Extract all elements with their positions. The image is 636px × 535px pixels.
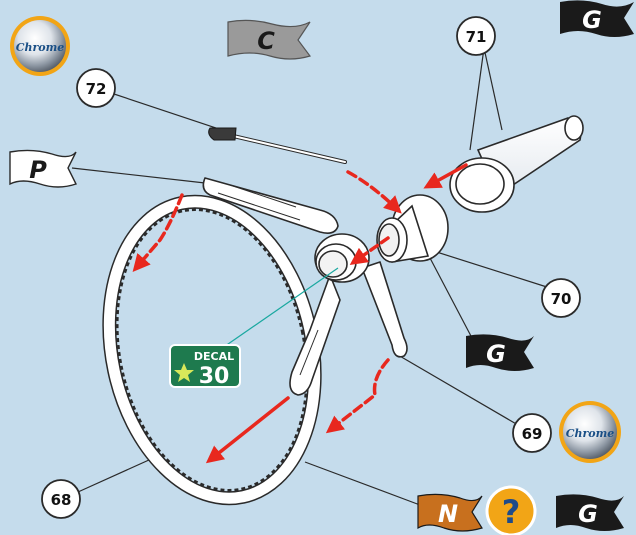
leader-68 (78, 455, 160, 492)
leader-p (72, 168, 205, 183)
leader-71b (470, 48, 484, 150)
horn-bezel-part (377, 195, 448, 262)
svg-text:P: P (29, 156, 47, 184)
leader-n (305, 462, 420, 505)
svg-text:69: 69 (522, 425, 543, 443)
svg-text:30: 30 (199, 364, 230, 389)
callout-68: 68 (42, 480, 80, 518)
callout-72: 72 (77, 69, 115, 107)
svg-text:68: 68 (51, 491, 72, 509)
svg-text:Chrome: Chrome (16, 41, 65, 54)
svg-text:DECAL: DECAL (194, 350, 234, 363)
svg-text:C: C (257, 27, 275, 55)
svg-text:Chrome: Chrome (566, 427, 615, 440)
svg-text:72: 72 (86, 80, 107, 98)
flag-p: P (10, 150, 76, 187)
callout-71: 71 (457, 17, 495, 55)
flag-g-top: G (560, 0, 634, 37)
rod-part (209, 128, 345, 162)
svg-text:G: G (486, 340, 506, 368)
chrome-badge-bottom: Chrome (559, 401, 621, 463)
arrow-rod-to-bezel (348, 172, 398, 210)
flag-g-mid: G (466, 334, 534, 371)
svg-text:G: G (582, 6, 602, 34)
svg-text:G: G (578, 500, 598, 528)
svg-text:70: 70 (551, 290, 572, 308)
help-badge-icon: ? (487, 487, 535, 535)
leader-71a (484, 48, 502, 130)
decal-badge: DECAL 30 (170, 345, 240, 389)
flag-g-bottom: G (556, 494, 624, 531)
flag-c: C (228, 20, 310, 59)
leader-72 (108, 92, 222, 130)
leader-g-mid (430, 258, 472, 338)
svg-text:N: N (438, 500, 458, 528)
chrome-badge-top: Chrome (10, 16, 70, 76)
callout-69: 69 (513, 414, 551, 452)
svg-text:71: 71 (466, 28, 487, 46)
cone-cover-part (450, 116, 583, 212)
arrow-right-spoke-to-ring (330, 360, 388, 430)
arrow-spoke-to-ring (210, 398, 288, 460)
callout-70: 70 (542, 279, 580, 317)
flag-n: N (418, 494, 482, 531)
svg-text:?: ? (502, 493, 521, 531)
